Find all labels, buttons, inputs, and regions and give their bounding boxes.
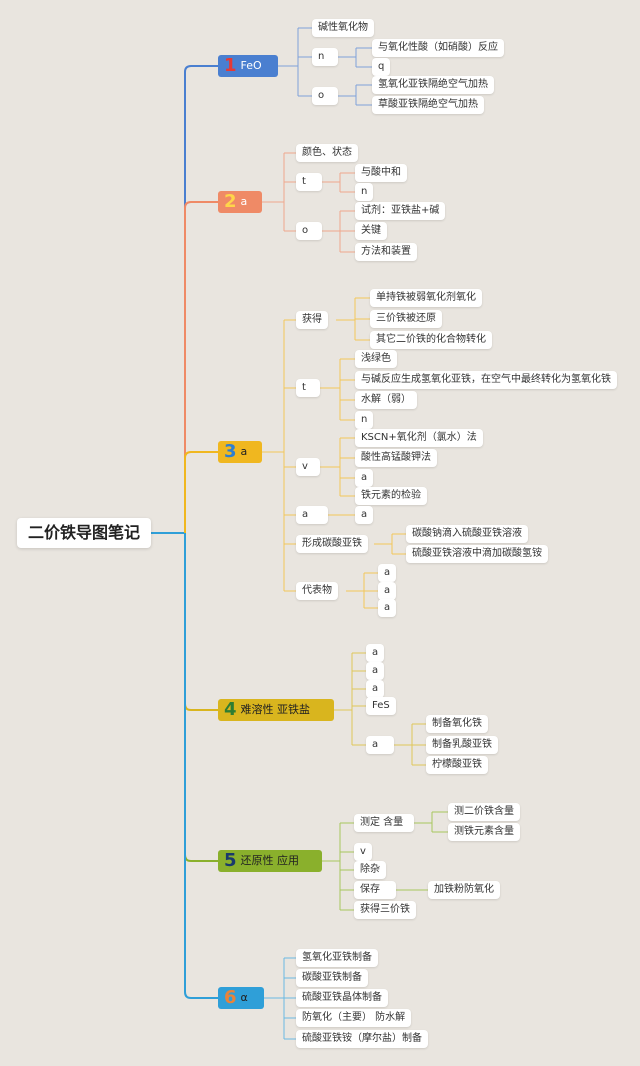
root-title[interactable]: 二价铁导图笔记 <box>17 518 151 548</box>
node[interactable]: 碳酸钠滴入硫酸亚铁溶液 <box>406 525 528 543</box>
node[interactable]: 与氧化性酸（如硝酸）反应 <box>372 39 504 57</box>
node[interactable]: a <box>378 564 397 582</box>
node[interactable]: 碱性氧化物 <box>312 19 374 37</box>
node[interactable]: 单持铁被弱氧化剂氧化 <box>370 289 482 307</box>
node[interactable]: KSCN+氧化剂（氯水）法 <box>355 429 483 447</box>
node[interactable]: 其它二价铁的化合物转化 <box>370 331 492 349</box>
branch-number: 1 <box>224 55 237 76</box>
node[interactable]: 除杂 <box>354 861 386 879</box>
node[interactable]: 获得 <box>296 311 328 329</box>
node[interactable]: n <box>312 48 338 66</box>
node[interactable]: a <box>355 506 374 524</box>
node[interactable]: n <box>355 183 374 201</box>
node[interactable]: 测二价铁含量 <box>448 803 520 821</box>
node[interactable]: a <box>378 582 397 600</box>
node[interactable]: 柠檬酸亚铁 <box>426 756 488 774</box>
node[interactable]: a <box>296 506 328 524</box>
node[interactable]: o <box>312 87 338 105</box>
node[interactable]: t <box>296 173 322 191</box>
node[interactable]: 铁元素的检验 <box>355 487 427 505</box>
node[interactable]: 草酸亚铁隔绝空气加热 <box>372 96 484 114</box>
branch-label: 还原性 应用 <box>240 854 300 867</box>
node[interactable]: 测定 含量 <box>354 814 414 832</box>
branch-number: 5 <box>224 850 237 871</box>
node[interactable]: 硫酸亚铁溶液中滴加碳酸氢铵 <box>406 545 548 563</box>
branch-label: α <box>240 991 248 1004</box>
branch-number: 4 <box>224 699 237 720</box>
branch-number: 3 <box>224 441 237 462</box>
node[interactable]: 加铁粉防氧化 <box>428 881 500 899</box>
node[interactable]: v <box>354 843 372 861</box>
node[interactable]: a <box>378 599 397 617</box>
node[interactable]: 防氧化（主要） 防水解 <box>296 1009 412 1027</box>
branch-number: 2 <box>224 191 237 212</box>
node[interactable]: 代表物 <box>296 582 338 600</box>
node[interactable]: a <box>366 644 385 662</box>
node[interactable]: q <box>372 58 391 76</box>
node[interactable]: a <box>366 680 385 698</box>
branch-number: 6 <box>224 987 237 1008</box>
node[interactable]: 硫酸亚铁晶体制备 <box>296 989 388 1007</box>
node[interactable]: t <box>296 379 320 397</box>
node[interactable]: 浅绿色 <box>355 350 397 368</box>
node[interactable]: a <box>366 736 394 754</box>
node[interactable]: 试剂：亚铁盐+碱 <box>355 202 446 220</box>
node[interactable]: v <box>296 458 320 476</box>
node[interactable]: o <box>296 222 322 240</box>
node[interactable]: 与碱反应生成氢氧化亚铁，在空气中最终转化为氢氧化铁 <box>355 371 617 389</box>
node[interactable]: 氢氧化亚铁隔绝空气加热 <box>372 76 494 94</box>
branch-label: 难溶性 亚铁盐 <box>240 703 311 716</box>
node[interactable]: 制备氧化铁 <box>426 715 488 733</box>
node[interactable]: 三价铁被还原 <box>370 310 442 328</box>
node[interactable]: a <box>355 469 374 487</box>
node[interactable]: n <box>355 411 374 429</box>
node[interactable]: 测铁元素含量 <box>448 823 520 841</box>
node[interactable]: 方法和装置 <box>355 243 417 261</box>
node[interactable]: 水解（弱） <box>355 391 417 409</box>
node[interactable]: 关键 <box>355 222 387 240</box>
branch-label: a <box>240 195 248 208</box>
node[interactable]: FeS <box>366 697 396 715</box>
node[interactable]: 碳酸亚铁制备 <box>296 969 368 987</box>
node[interactable]: 保存 <box>354 881 396 899</box>
node[interactable]: 获得三价铁 <box>354 901 416 919</box>
node[interactable]: 形成碳酸亚铁 <box>296 535 368 553</box>
node[interactable]: 制备乳酸亚铁 <box>426 736 498 754</box>
node[interactable]: 氢氧化亚铁制备 <box>296 949 378 967</box>
node[interactable]: a <box>366 662 385 680</box>
branch-label: a <box>240 445 248 458</box>
branch-label: FeO <box>240 59 262 72</box>
node[interactable]: 硫酸亚铁铵（摩尔盐）制备 <box>296 1030 428 1048</box>
node[interactable]: 颜色、状态 <box>296 144 358 162</box>
node[interactable]: 酸性高锰酸钾法 <box>355 449 437 467</box>
node[interactable]: 与酸中和 <box>355 164 407 182</box>
